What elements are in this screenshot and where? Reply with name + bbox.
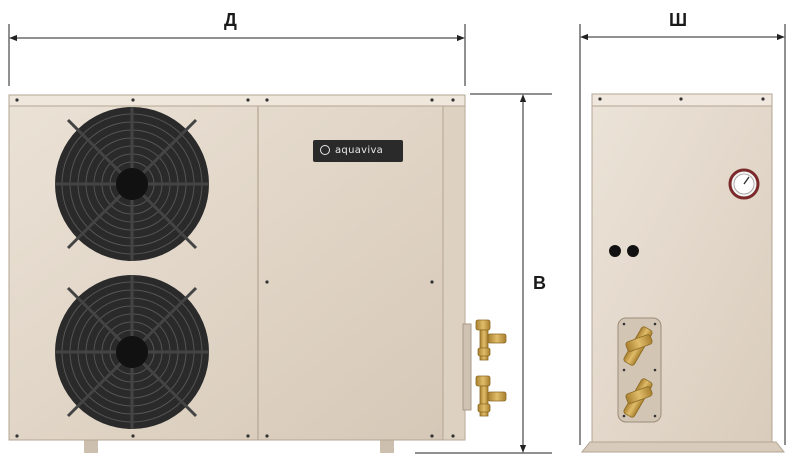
upper-fan: [55, 107, 209, 261]
front-top-rail: [8, 94, 466, 107]
height-label: В: [533, 273, 546, 293]
width-dimension: [579, 24, 786, 445]
side-view: [580, 93, 786, 453]
length-label: Д: [224, 10, 237, 30]
side-valve-window: [617, 317, 662, 423]
side-port-right: [627, 245, 639, 257]
height-dimension: [415, 93, 552, 454]
brand-name: aquaviva: [335, 145, 384, 156]
front-foot-right: [380, 440, 394, 453]
front-side-column: [442, 95, 466, 441]
brand-badge: aquaviva: [313, 140, 403, 162]
side-rivets: [598, 97, 765, 101]
lower-brass-fitting: [475, 375, 507, 417]
length-dimension: [8, 24, 466, 86]
front-foot-left: [84, 440, 98, 453]
brand-logo-icon: [320, 145, 330, 155]
side-port-left: [609, 245, 621, 257]
pressure-gauge-icon: [728, 168, 760, 200]
side-base: [580, 441, 786, 453]
front-view: [8, 94, 507, 453]
upper-brass-fitting: [475, 319, 507, 361]
connection-plate: [462, 323, 472, 411]
lower-fan: [55, 275, 209, 429]
front-rivets: [15, 98, 455, 438]
width-label: Ш: [669, 10, 688, 30]
